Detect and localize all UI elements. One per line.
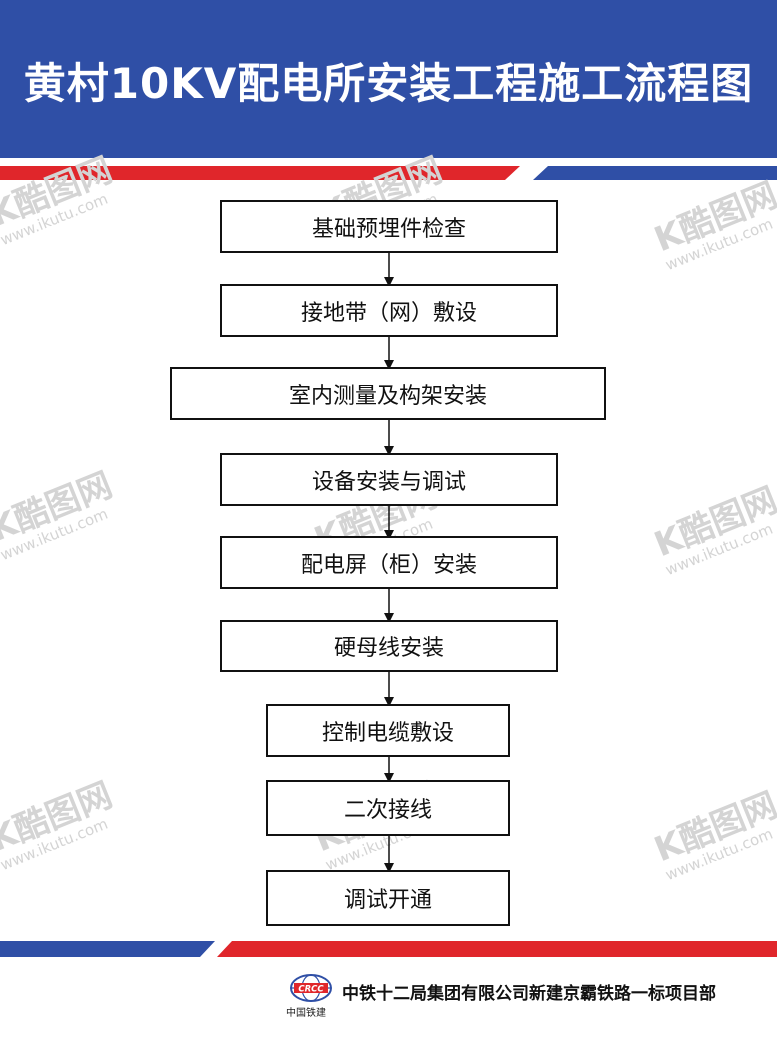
crcc-logo-icon: CRCC <box>290 974 332 1002</box>
svg-text:CRCC: CRCC <box>298 985 324 995</box>
step-4: 设备安装与调试 <box>220 453 558 506</box>
step-1: 基础预埋件检查 <box>220 200 558 253</box>
page-title: 黄村10KV配电所安装工程施工流程图 <box>23 59 754 108</box>
header-banner: 黄村10KV配电所安装工程施工流程图 <box>0 0 777 158</box>
bottom-stripes <box>0 941 777 957</box>
step-3: 室内测量及构架安装 <box>170 367 606 420</box>
step-2: 接地带（网）敷设 <box>220 284 558 337</box>
step-9: 调试开通 <box>266 870 510 926</box>
logo-label: 中国铁建 <box>286 1008 326 1019</box>
top-stripes <box>0 166 777 180</box>
step-6: 硬母线安装 <box>220 620 558 672</box>
step-8: 二次接线 <box>266 780 510 836</box>
company-name: 中铁十二局集团有限公司新建京霸铁路一标项目部 <box>342 984 716 1004</box>
step-5: 配电屏（柜）安装 <box>220 536 558 589</box>
step-7: 控制电缆敷设 <box>266 704 510 757</box>
